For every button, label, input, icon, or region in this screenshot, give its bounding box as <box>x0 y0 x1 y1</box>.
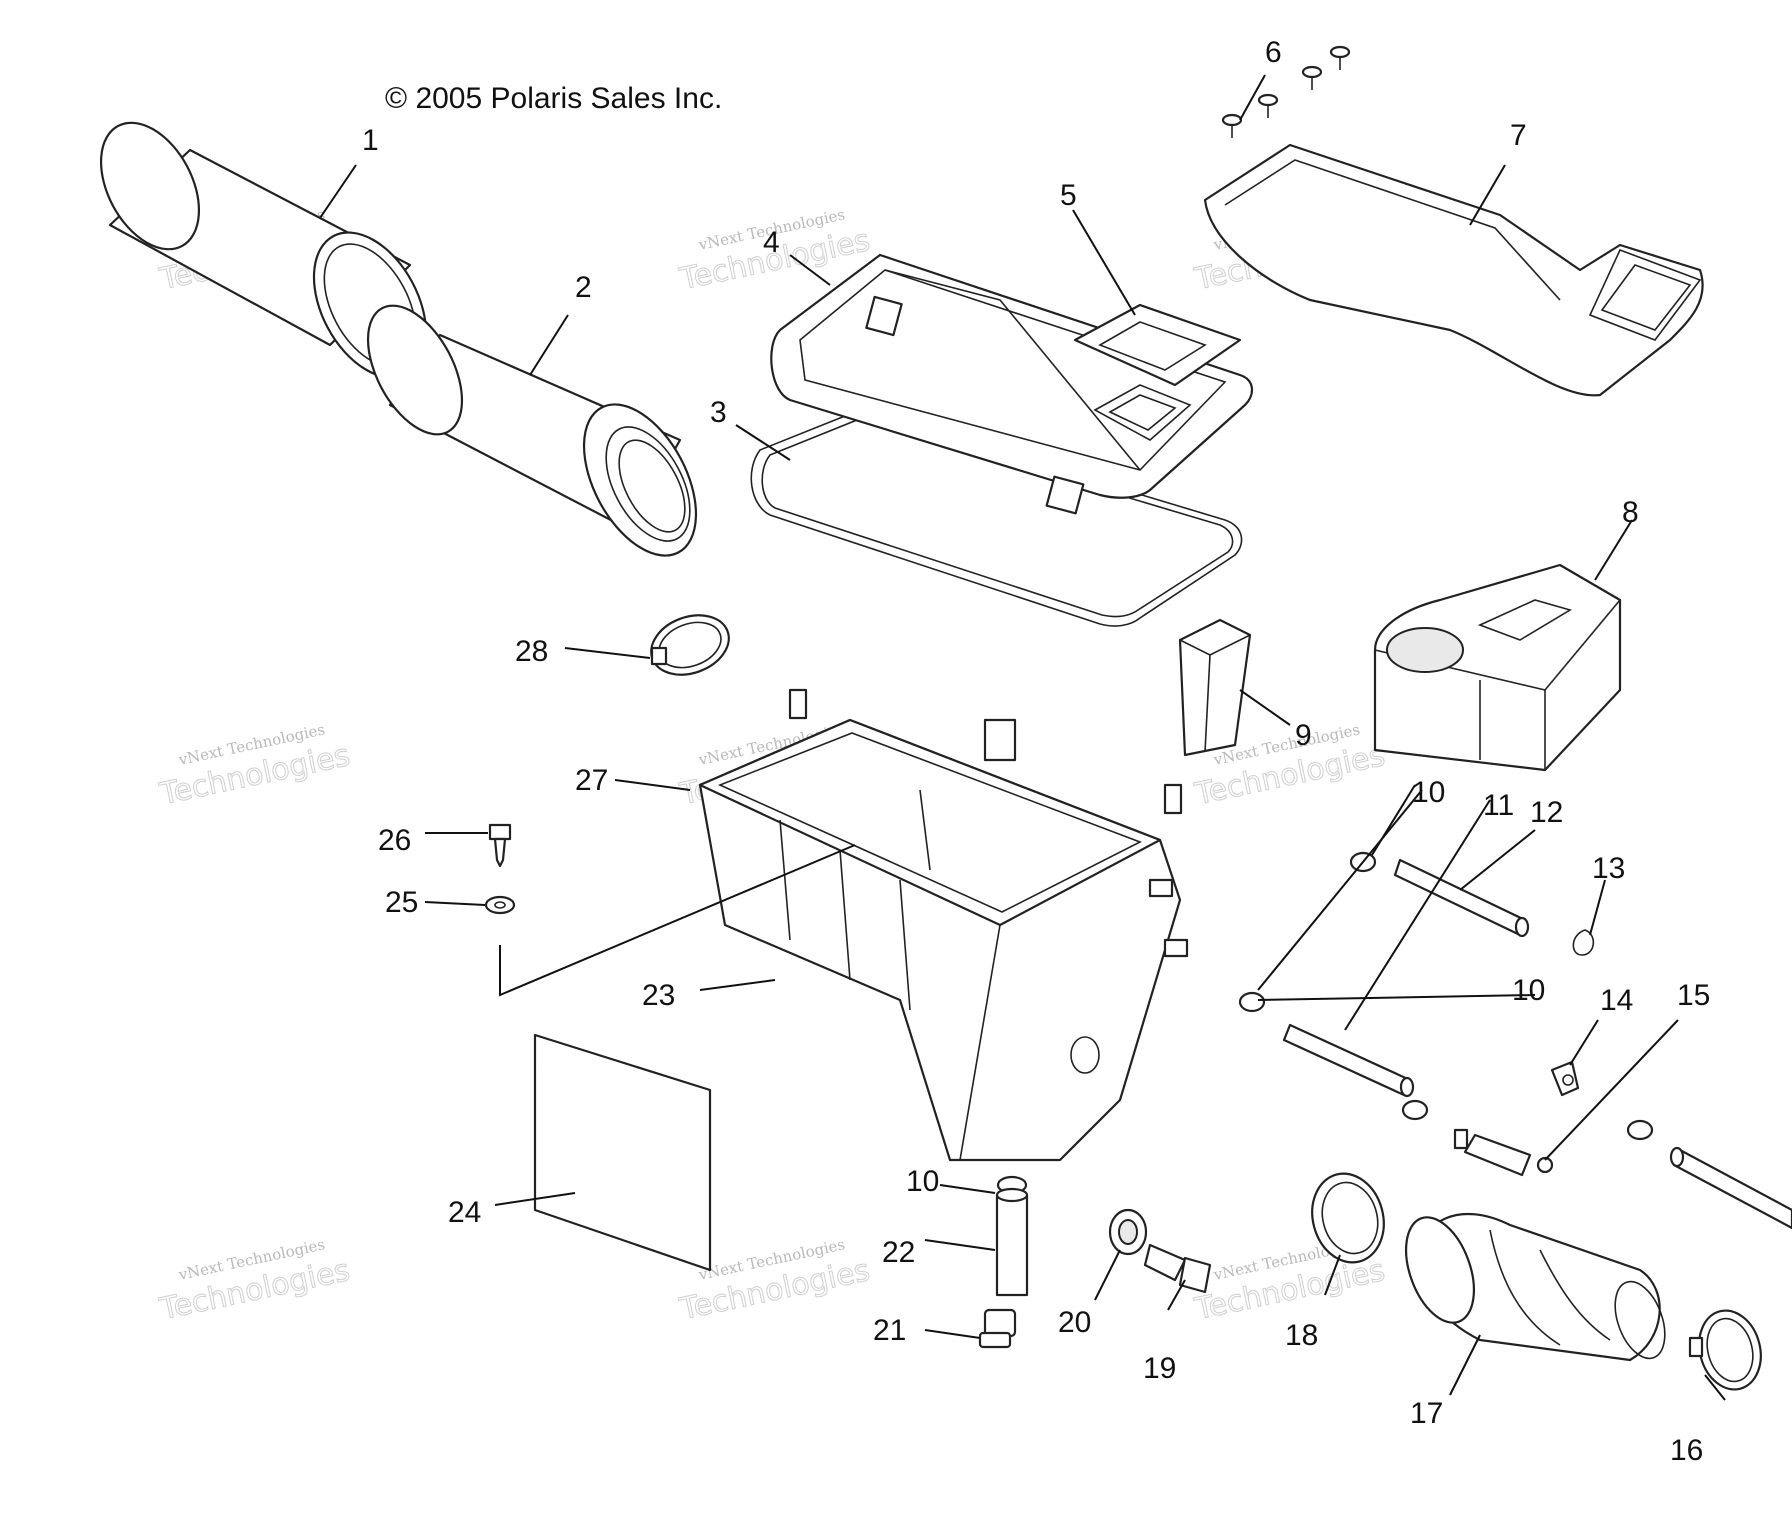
part-7-intake-duct <box>1203 143 1704 397</box>
callout-8: 8 <box>1622 496 1639 529</box>
callout-4: 4 <box>763 226 780 259</box>
part-15-valve <box>1453 1128 1554 1177</box>
watermark: vNext Technologies Technologies <box>156 720 354 813</box>
callout-18: 18 <box>1285 1319 1318 1352</box>
part-3-gasket <box>750 409 1243 627</box>
hose-right <box>1669 1146 1792 1230</box>
callout-25: 25 <box>385 886 418 919</box>
leader-lines <box>319 74 1726 1401</box>
callout-13: 13 <box>1592 852 1625 885</box>
part-14-p-clip <box>1550 1060 1580 1097</box>
callout-6: 6 <box>1265 36 1282 69</box>
callout-24: 24 <box>448 1196 481 1229</box>
part-24-sheet <box>533 1033 712 1272</box>
callout-1: 1 <box>362 124 379 157</box>
callout-labels: 1 2 3 4 5 6 7 8 9 10 10 10 10 11 12 13 1… <box>362 36 1710 1467</box>
callout-16: 16 <box>1670 1434 1703 1467</box>
part-25-washer <box>484 895 516 915</box>
callout-21: 21 <box>873 1314 906 1347</box>
callout-11: 11 <box>1483 789 1514 822</box>
part-28-clamp <box>650 614 730 676</box>
callout-23: 23 <box>642 979 675 1012</box>
part-1-prefilter <box>99 121 428 379</box>
part-18-ring <box>1311 1172 1385 1264</box>
part-10-clamp <box>1626 1119 1654 1141</box>
part-17-boot <box>1405 1212 1666 1362</box>
part-21-drain-cap <box>978 1308 1017 1349</box>
part-5-plate <box>1073 303 1242 387</box>
callout-17: 17 <box>1410 1397 1443 1430</box>
callout-9: 9 <box>1295 719 1312 752</box>
part-13-clip <box>1572 929 1595 956</box>
callout-26: 26 <box>378 824 411 857</box>
copyright-text: © 2005 Polaris Sales Inc. <box>385 82 723 115</box>
part-2-filter-element <box>366 304 698 557</box>
callout-22: 22 <box>882 1236 915 1269</box>
part-10-clamp <box>1401 1099 1429 1121</box>
callout-10-c: 10 <box>906 1165 939 1198</box>
part-10-clamp <box>1238 991 1266 1013</box>
part-16-clamp <box>1688 1309 1762 1391</box>
callout-10-b: 10 <box>1512 974 1545 1007</box>
part-19-sensor <box>1143 1243 1212 1294</box>
callout-27: 27 <box>575 764 608 797</box>
callout-20: 20 <box>1058 1306 1091 1339</box>
part-4-lid <box>770 253 1253 515</box>
part-12-hose <box>1393 858 1530 938</box>
part-11-hose <box>1282 1023 1415 1098</box>
part-22-drain-tube <box>995 1187 1029 1297</box>
callout-7: 7 <box>1510 119 1527 152</box>
callout-12: 12 <box>1530 796 1563 829</box>
callout-14: 14 <box>1600 984 1633 1017</box>
callout-28: 28 <box>515 635 548 668</box>
callout-2: 2 <box>575 271 592 304</box>
callout-15: 15 <box>1677 979 1710 1012</box>
part-8-foam <box>1373 563 1622 772</box>
part-20-grommet <box>1108 1208 1148 1256</box>
part-6-screws <box>1221 45 1351 138</box>
part-9-foam-strip <box>1178 618 1252 757</box>
callout-19: 19 <box>1143 1352 1176 1385</box>
callout-3: 3 <box>710 396 727 429</box>
watermark: vNext Technologies Technologies <box>156 1235 354 1328</box>
callout-5: 5 <box>1060 179 1077 212</box>
part-26-bolt <box>488 823 512 868</box>
part-23-airbox-base <box>698 688 1189 1162</box>
callout-10-a: 10 <box>1412 776 1445 809</box>
